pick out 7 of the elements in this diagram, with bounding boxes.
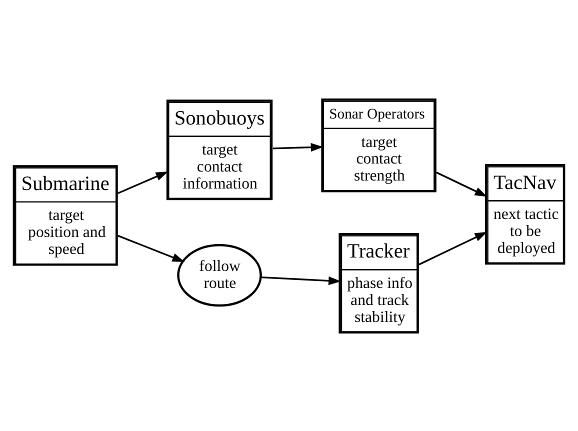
arrow: [272, 142, 324, 152]
arrow: [118, 234, 185, 262]
arrow: [436, 171, 488, 196]
arrow: [261, 276, 342, 285]
node-ellipse: follow route: [177, 243, 262, 306]
arrow: [418, 231, 488, 265]
arrow: [118, 171, 168, 194]
